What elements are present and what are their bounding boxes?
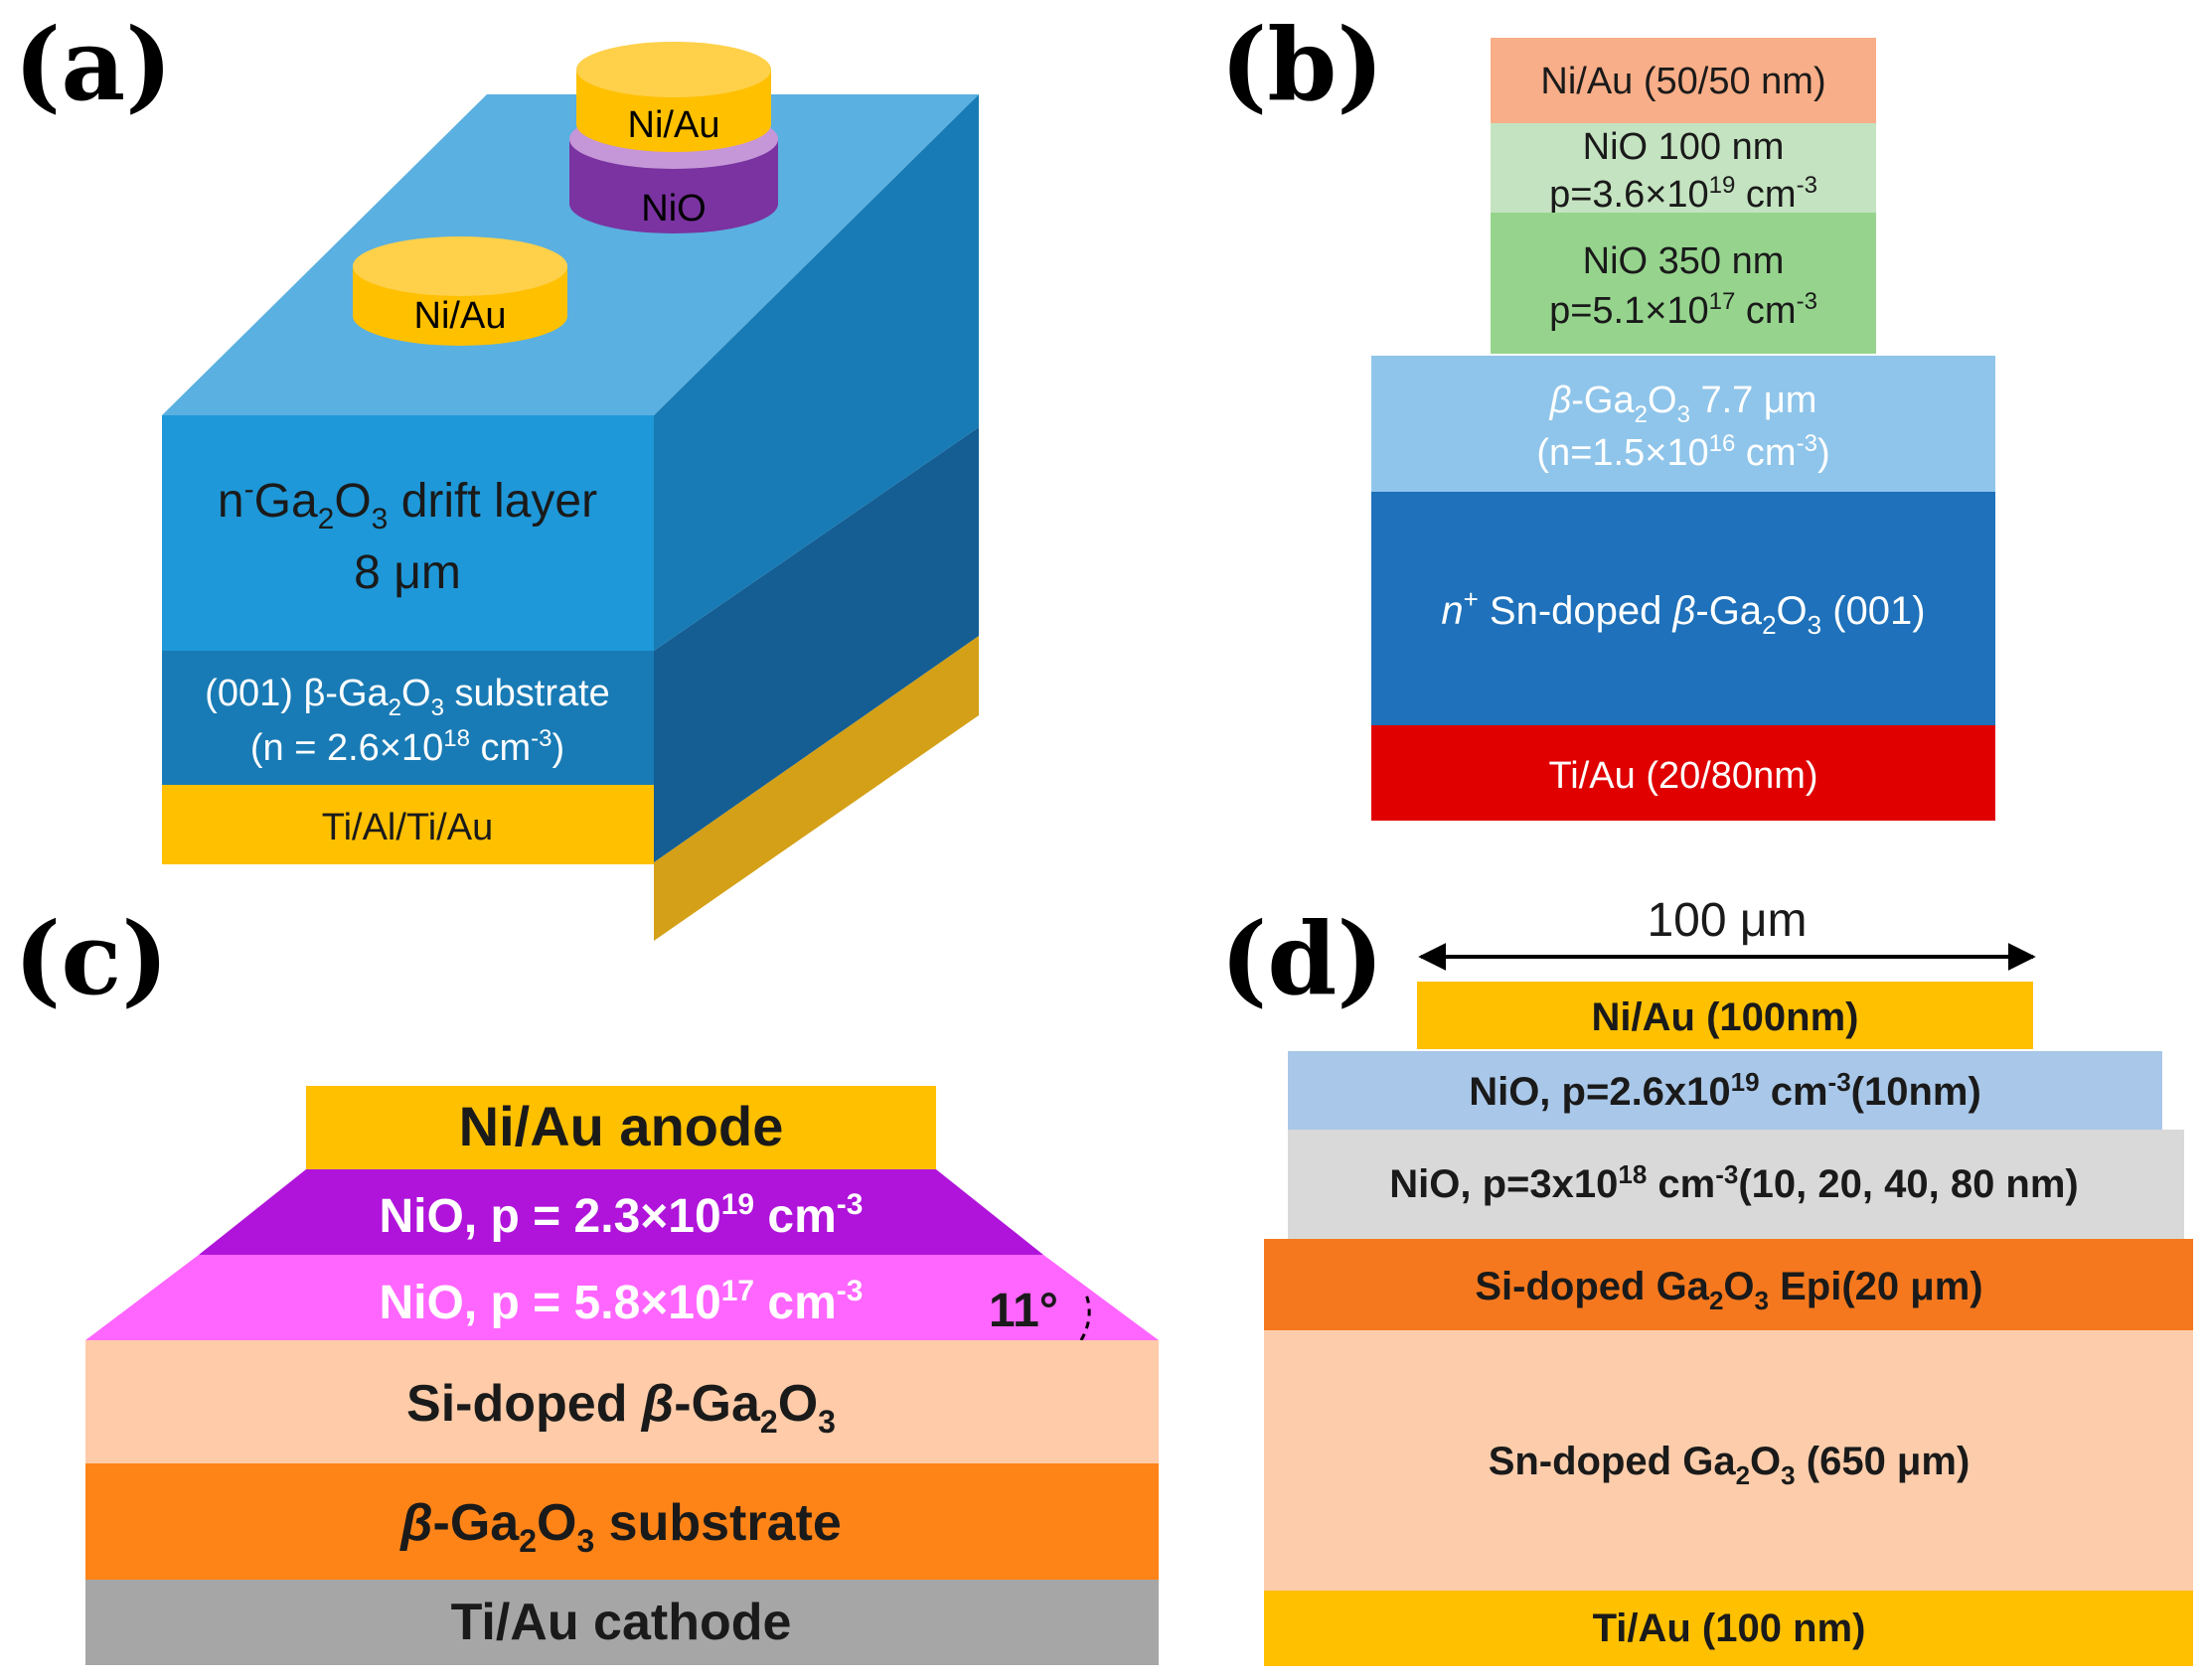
a-nio-disk-label: NiO — [641, 188, 706, 229]
panel-c-label: (c) — [14, 900, 169, 1017]
a-top-contact-left-label: Ni/Au — [414, 295, 507, 337]
panel-c: (c) Ni/Au anode NiO, p = 2.3×1019 cm-3 N… — [14, 900, 1159, 1665]
c-cathode-layer — [85, 1580, 1159, 1665]
a-bottom-contact-side — [654, 636, 979, 941]
c-si-doped-layer — [85, 1340, 1159, 1463]
c-si-doped-label: Si-doped β-Ga2O3 — [406, 1375, 836, 1440]
b-niau-layer — [1491, 38, 1876, 123]
panel-d: (d) 100 μm Ni/Au (100nm) NiO, p=2.6x1019… — [1220, 894, 2193, 1666]
panel-b-label: (b) — [1220, 6, 1384, 123]
a-top-contact-right-label: Ni/Au — [628, 104, 720, 146]
panel-d-label: (d) — [1220, 900, 1384, 1017]
b-nio-light-line1: NiO 350 nm — [1583, 240, 1785, 282]
panel-b: (b) Ni/Au (50/50 nm) NiO 100 nm p=3.6×10… — [1220, 6, 1995, 821]
d-si-epi-label: Si-doped Ga2O3 Epi(20 μm) — [1475, 1265, 1982, 1315]
a-nio-stack: Ni/Au NiO — [569, 42, 778, 233]
a-bottom-contact-label: Ti/Al/Ti/Au — [322, 807, 493, 848]
d-width-label: 100 μm — [1647, 894, 1807, 947]
c-nio-light-label: NiO, p = 5.8×1017 cm-3 — [380, 1275, 864, 1329]
a-drift-label-line1: n-Ga2O3 drift layer — [218, 473, 597, 535]
c-anode-layer — [306, 1086, 936, 1169]
d-nio-heavy-label: NiO, p=2.6x1019 cm-3(10nm) — [1469, 1067, 1981, 1114]
a-drift-front — [162, 415, 654, 651]
c-nio-heavy-label: NiO, p = 2.3×1019 cm-3 — [380, 1188, 864, 1243]
panel-a: (a) Ni/Au NiO Ni/Au n-Ga2O3 drift layer — [14, 6, 979, 941]
a-left-contact: Ni/Au — [353, 236, 567, 346]
b-nio-light-line2: p=5.1×1017 cm-3 — [1549, 288, 1817, 332]
b-ga2o3-epi-line2: (n=1.5×1016 cm-3) — [1536, 430, 1829, 474]
d-sn-substrate-label: Sn-doped Ga2O3 (650 μm) — [1489, 1440, 1971, 1490]
b-nio-heavy-line2: p=3.6×1019 cm-3 — [1549, 172, 1817, 216]
d-niau-label: Ni/Au (100nm) — [1592, 995, 1859, 1039]
panel-a-label: (a) — [14, 6, 172, 123]
a-nio-top-contact-top — [576, 42, 771, 97]
b-tiau-layer — [1371, 725, 1995, 821]
b-nio-heavy-layer — [1491, 123, 1876, 213]
a-substrate-label-line1: (001) β-Ga2O3 substrate — [205, 673, 610, 721]
b-ga2o3-epi-line1: β-Ga2O3 7.7 μm — [1549, 380, 1817, 428]
d-tiau-layer — [1264, 1591, 2193, 1666]
c-nio-light-layer — [85, 1255, 1159, 1340]
b-nio-heavy-line1: NiO 100 nm — [1583, 126, 1785, 168]
b-ga2o3-epi-layer — [1371, 356, 1995, 492]
b-substrate-label: n+ Sn-doped β-Ga2O3 (001) — [1441, 584, 1925, 640]
a-substrate-label-line2: (n = 2.6×1018 cm-3) — [250, 725, 564, 769]
c-substrate-label: β-Ga2O3 substrate — [398, 1494, 842, 1559]
a-left-contact-top — [353, 236, 567, 296]
c-cathode-label: Ti/Au cathode — [451, 1594, 792, 1651]
b-substrate-layer — [1371, 492, 1995, 725]
c-anode-label: Ni/Au anode — [459, 1095, 784, 1157]
b-nio-light-layer — [1491, 213, 1876, 354]
d-nio-light-layer — [1288, 1130, 2184, 1239]
a-substrate-front — [162, 651, 654, 785]
b-niau-label: Ni/Au (50/50 nm) — [1540, 61, 1825, 102]
d-tiau-label: Ti/Au (100 nm) — [1593, 1606, 1866, 1650]
c-nio-heavy-layer — [199, 1169, 1043, 1255]
c-angle-arc — [1079, 1291, 1091, 1341]
d-sn-substrate-layer — [1264, 1330, 2193, 1591]
d-nio-light-label: NiO, p=3x1018 cm-3(10, 20, 40, 80 nm) — [1389, 1159, 2079, 1206]
b-tiau-label: Ti/Au (20/80nm) — [1548, 755, 1817, 797]
c-angle-label: 11° — [989, 1285, 1058, 1337]
a-bottom-contact-front — [162, 785, 654, 864]
d-nio-heavy-layer — [1288, 1051, 2162, 1130]
d-niau-layer — [1417, 982, 2033, 1049]
a-drift-label-line2: 8 μm — [354, 546, 461, 599]
c-substrate-layer — [85, 1463, 1159, 1580]
a-substrate-side — [654, 427, 979, 862]
a-drift-side — [654, 94, 979, 651]
d-si-epi-layer — [1264, 1239, 2193, 1330]
